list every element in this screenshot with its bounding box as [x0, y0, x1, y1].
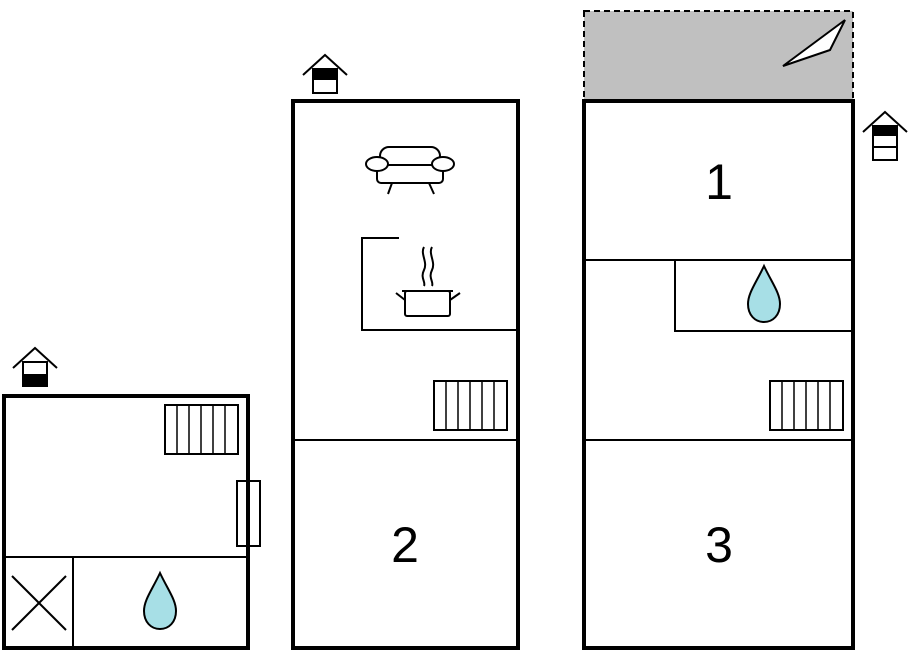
sofa-icon: [365, 146, 455, 195]
water-drop-icon: [746, 263, 782, 324]
radiator-icon: [769, 380, 844, 431]
left-building: [2, 346, 261, 650]
right-building: 1 3: [582, 10, 908, 650]
house-floor-icon: [302, 53, 348, 94]
middle-building: 2: [291, 53, 520, 650]
middle-building-outline: [291, 99, 520, 650]
radiator-icon: [164, 404, 239, 455]
house-floor-icon: [862, 110, 908, 161]
left-building-outline: [2, 394, 250, 650]
right-building-outline: [582, 99, 855, 650]
room-1-label: 1: [705, 154, 733, 210]
house-floor-icon: [12, 346, 58, 387]
terrace-pennant-icon: [782, 19, 846, 67]
room-2-label: 2: [391, 517, 419, 573]
kitchen-wall: [361, 237, 516, 331]
radiator-icon: [433, 380, 508, 431]
window-icon: [236, 480, 261, 547]
water-drop-icon: [142, 570, 178, 631]
room-3-label: 3: [705, 517, 733, 573]
x-box-icon: [11, 575, 67, 631]
cooking-pot-icon: [395, 246, 461, 317]
bathroom-wall: [674, 260, 851, 332]
